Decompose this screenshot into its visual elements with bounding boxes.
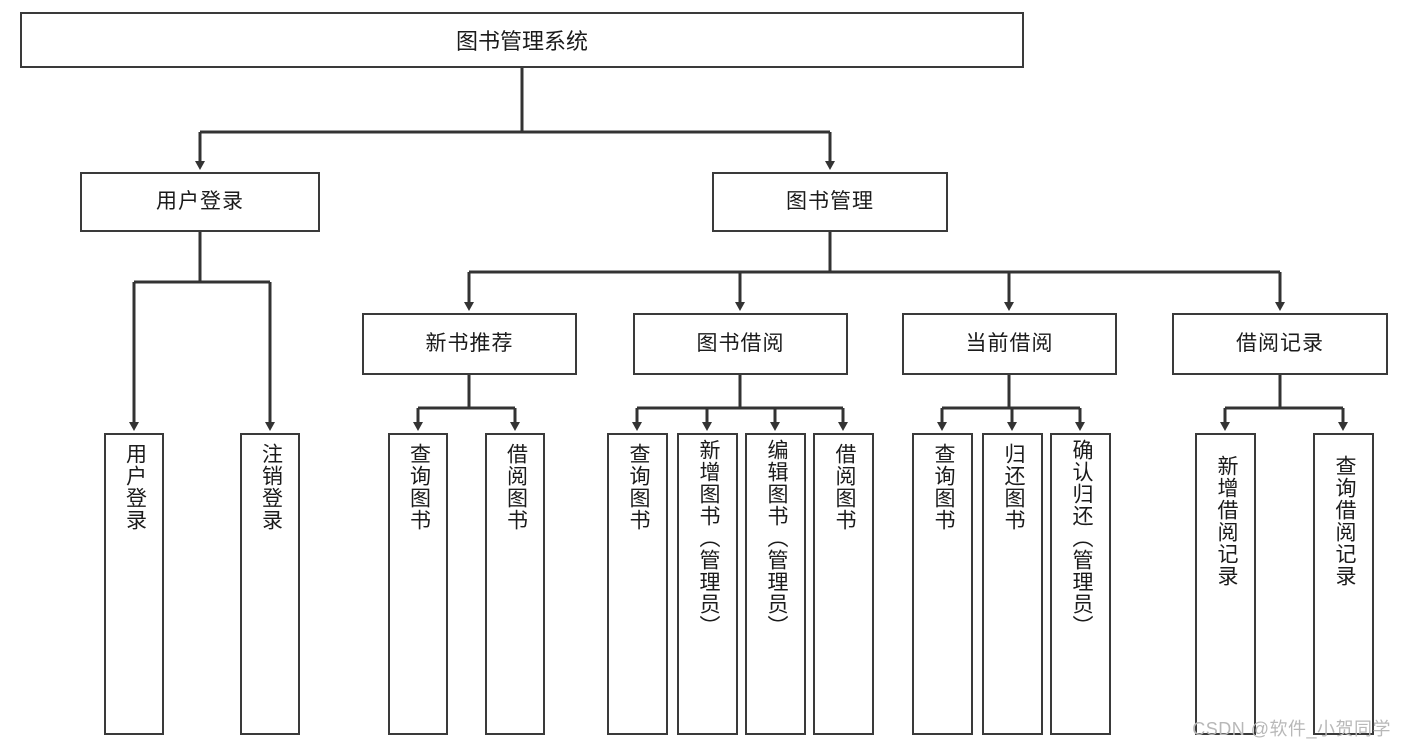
node-book-borrow-label: 图书借阅	[696, 332, 785, 356]
node-leaf-borrow-book-1[interactable]: 借阅图书	[485, 433, 545, 735]
node-leaf-confirm-return[interactable]: 确认归还（管理员）	[1050, 433, 1111, 735]
node-book-manage[interactable]: 图书管理	[712, 172, 948, 232]
watermark: CSDN @软件_小贺同学	[1192, 719, 1391, 739]
node-leaf-edit-book-label: 编辑图书（管理员）	[764, 439, 788, 637]
node-leaf-edit-book[interactable]: 编辑图书（管理员）	[745, 433, 806, 735]
node-leaf-logout[interactable]: 注销登录	[240, 433, 300, 735]
node-new-book-recommend[interactable]: 新书推荐	[362, 313, 577, 375]
node-leaf-borrow-book-2[interactable]: 借阅图书	[813, 433, 874, 735]
node-leaf-user-login-label: 用户登录	[123, 443, 147, 531]
node-current-borrow[interactable]: 当前借阅	[902, 313, 1117, 375]
node-leaf-query-record-label: 查询借阅记录	[1332, 455, 1356, 587]
node-leaf-query-book-3[interactable]: 查询图书	[912, 433, 973, 735]
node-new-book-recommend-label: 新书推荐	[425, 332, 514, 356]
node-leaf-add-book-label: 新增图书（管理员）	[696, 439, 720, 637]
node-leaf-return-book[interactable]: 归还图书	[982, 433, 1043, 735]
node-leaf-confirm-return-label: 确认归还（管理员）	[1069, 439, 1093, 637]
node-borrow-record-label: 借阅记录	[1236, 332, 1324, 356]
node-leaf-add-record[interactable]: 新增借阅记录	[1195, 433, 1256, 735]
node-leaf-user-login[interactable]: 用户登录	[104, 433, 164, 735]
node-leaf-query-book-1[interactable]: 查询图书	[388, 433, 448, 735]
node-leaf-borrow-book-1-label: 借阅图书	[504, 443, 528, 531]
node-leaf-query-book-2-label: 查询图书	[626, 443, 650, 531]
node-leaf-logout-label: 注销登录	[259, 443, 283, 531]
node-leaf-add-book[interactable]: 新增图书（管理员）	[677, 433, 738, 735]
node-leaf-return-book-label: 归还图书	[1001, 443, 1025, 531]
node-book-manage-label: 图书管理	[786, 190, 874, 214]
node-leaf-add-record-label: 新增借阅记录	[1214, 455, 1238, 587]
node-user-login[interactable]: 用户登录	[80, 172, 320, 232]
node-leaf-query-record[interactable]: 查询借阅记录	[1313, 433, 1374, 735]
node-leaf-query-book-1-label: 查询图书	[407, 443, 431, 531]
node-borrow-record[interactable]: 借阅记录	[1172, 313, 1388, 375]
node-leaf-query-book-3-label: 查询图书	[931, 443, 955, 531]
node-user-login-label: 用户登录	[156, 190, 244, 214]
node-leaf-borrow-book-2-label: 借阅图书	[832, 443, 856, 531]
node-book-borrow[interactable]: 图书借阅	[633, 313, 848, 375]
node-root[interactable]: 图书管理系统	[20, 12, 1024, 68]
node-leaf-query-book-2[interactable]: 查询图书	[607, 433, 668, 735]
node-current-borrow-label: 当前借阅	[965, 332, 1054, 356]
node-root-label: 图书管理系统	[455, 29, 588, 54]
